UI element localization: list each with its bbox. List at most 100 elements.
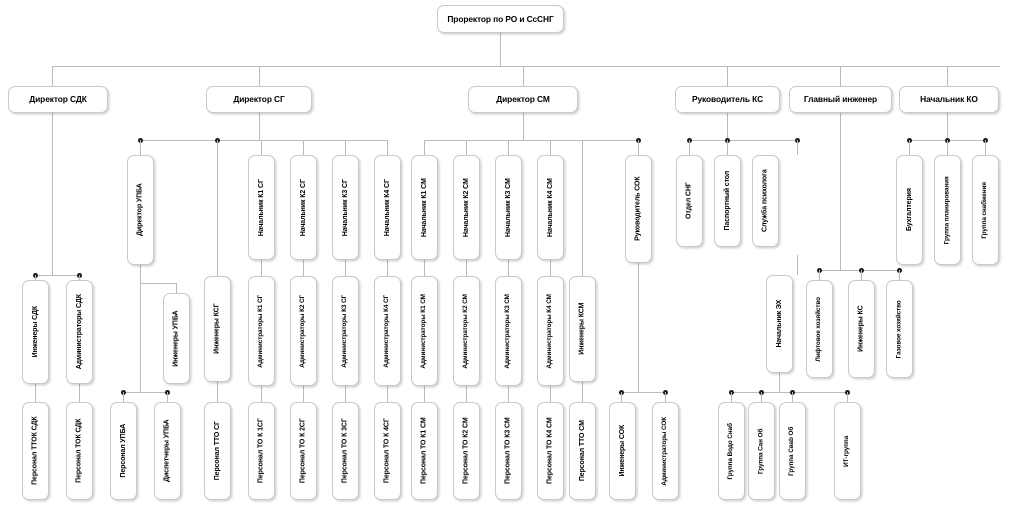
node-personnel-tto-sm[interactable]: Персонал ТТО СМ [569,402,596,500]
node-label: Персонал ТТО СГ [213,421,221,481]
connector [123,392,124,402]
node-label: Начальник К3 СГ [341,178,349,237]
node-psychologist-service[interactable]: Служба психолога [752,155,779,247]
node-director-upba[interactable]: Директор УПБА [127,155,154,265]
node-label: Начальник КО [920,94,978,105]
connector [779,373,780,392]
node-supply-group[interactable]: Группа снабжения [972,155,999,265]
node-dispatchers-upba[interactable]: Диспетчеры УПБА [154,402,181,500]
node-label: Начальник К4 СГ [383,178,391,237]
node-nachalnik-k2-sm[interactable]: Начальник К2 СМ [453,155,480,260]
node-personnel-to-k4-sm[interactable]: Персонал ТО К4 СМ [537,402,564,500]
node-accounting[interactable]: Бухгалтерия [896,155,923,265]
node-administrators-sok[interactable]: Администраторы СОК [652,402,679,500]
node-engineers-ksg[interactable]: Инженеры КСГ [204,276,231,382]
node-administrators-k1-sm[interactable]: Администраторы К1 СМ [411,276,438,386]
node-label: Персонал ТТОК СДК [31,416,39,486]
connector [947,113,948,140]
node-group-water-supply[interactable]: Группа Водо Снаб [718,402,745,500]
connector [35,275,36,280]
connector-bus-eh [731,392,848,393]
node-label: Персонал ТО К4 СМ [546,417,554,485]
node-nachalnik-k4-sm[interactable]: Начальник К4 СМ [537,155,564,260]
node-root[interactable]: Проректор по РО и СсСНГ [437,5,564,33]
connector [424,386,425,402]
node-personnel-ttok-sdk[interactable]: Персонал ТТОК СДК [22,402,49,500]
node-nachalnik-k4-sg[interactable]: Начальник К4 СГ [374,155,401,260]
node-label: Персонал ТТО СМ [578,420,586,482]
node-it-group[interactable]: ИТ-группа [834,402,861,500]
node-label: Администраторы К3 СГ [341,294,349,368]
node-dir-sg[interactable]: Директор СГ [206,86,312,113]
node-label: Начальник К2 СМ [462,178,470,237]
connector [259,113,260,140]
node-personnel-upba[interactable]: Персонал УПБА [110,402,137,500]
node-nachalnik-k3-sm[interactable]: Начальник К3 СМ [495,155,522,260]
node-label: Главный инженер [803,94,878,105]
node-label: Персонал ТО К1 СМ [420,417,428,485]
connector [345,140,346,155]
node-nachalnik-k2-sg[interactable]: Начальник К2 СГ [290,155,317,260]
connector [466,386,467,402]
node-head-ks[interactable]: Руководитель КС [675,86,780,113]
node-administrators-k3-sg[interactable]: Администраторы К3 СГ [332,276,359,386]
node-label: Администраторы К3 СМ [504,293,512,369]
node-otdel-sng[interactable]: Отдел СНГ [676,155,703,247]
node-engineers-ksm[interactable]: Инженеры КСМ [569,276,596,382]
node-personnel-to-k3-sm[interactable]: Персонал ТО К3 СМ [495,402,522,500]
node-personnel-tto-sg[interactable]: Персонал ТТО СГ [204,402,231,500]
node-nachalnik-k3-sg[interactable]: Начальник К3 СГ [332,155,359,260]
connector [140,283,176,284]
node-engineers-sok[interactable]: Инженеры СОК [609,402,636,500]
node-administrators-sdk[interactable]: Администраторы СДК [66,280,93,384]
node-nachalnik-k1-sg[interactable]: Начальник К1 СГ [248,155,275,260]
connector [52,66,53,86]
node-label: Персонал ТО К 1СГ [257,418,265,484]
connector [985,140,986,155]
node-passport-desk[interactable]: Паспортный стол [714,155,741,247]
node-group-san-ob[interactable]: Группа Сан Об [748,402,775,500]
connector-bus-sm [424,140,638,141]
node-administrators-k1-sg[interactable]: Администраторы К1 СГ [248,276,275,386]
node-nachalnik-eh[interactable]: Начальник ЭХ [766,275,793,373]
connector [621,392,622,402]
node-dir-sm[interactable]: Директор СМ [468,86,578,113]
node-group-svab-ob[interactable]: Группа Свab Об [779,402,806,500]
node-personnel-to-k4-sg[interactable]: Персонал ТО К 4СГ [374,402,401,500]
node-gas-facilities[interactable]: Газовое хозяйство [886,280,913,378]
node-administrators-k4-sg[interactable]: Администраторы К4 СГ [374,276,401,386]
node-personnel-to-k1-sg[interactable]: Персонал ТО К 1СГ [248,402,275,500]
node-head-sok[interactable]: Руководитель СОК [625,155,652,263]
node-administrators-k2-sg[interactable]: Администраторы К2 СГ [290,276,317,386]
node-chief-engineer[interactable]: Главный инженер [789,86,892,113]
node-personnel-tok-sdk[interactable]: Персонал ТОК СДК [66,402,93,500]
node-personnel-to-k3-sg[interactable]: Персонал ТО К 3СГ [332,402,359,500]
connector [52,113,53,275]
node-personnel-to-k2-sg[interactable]: Персонал ТО К 2СГ [290,402,317,500]
connector [909,140,910,155]
node-administrators-k3-sm[interactable]: Администраторы К3 СМ [495,276,522,386]
connector [123,392,168,393]
node-label: Группа снабжения [981,181,989,239]
node-personnel-to-k1-sm[interactable]: Персонал ТО К1 СМ [411,402,438,500]
connector [303,140,304,155]
connector [899,270,900,280]
connector [508,386,509,402]
node-label: Персонал ТО К 4СГ [383,418,391,484]
connector [35,384,36,402]
node-head-ko[interactable]: Начальник КО [899,86,999,113]
node-engineers-sdk[interactable]: Инженеры СДК [22,280,49,384]
node-label: Бухгалтерия [905,188,913,232]
node-engineers-upba[interactable]: Инженеры УПБА [163,293,190,384]
node-planning-group[interactable]: Группа планирования [934,155,961,265]
node-elevator-facilities[interactable]: Лифтовое хозяйство [806,280,833,378]
node-personnel-to-k2-sm[interactable]: Персонал ТО К2 СМ [453,402,480,500]
connector [500,33,501,66]
connector [727,66,728,86]
node-dir-sdk[interactable]: Директор СДК [8,86,108,113]
node-administrators-k2-sm[interactable]: Администраторы К2 СМ [453,276,480,386]
node-administrators-k4-sm[interactable]: Администраторы К4 СМ [537,276,564,386]
connector [819,270,820,280]
node-nachalnik-k1-sm[interactable]: Начальник К1 СМ [411,155,438,260]
node-engineers-ks[interactable]: Инженеры КС [848,280,875,378]
